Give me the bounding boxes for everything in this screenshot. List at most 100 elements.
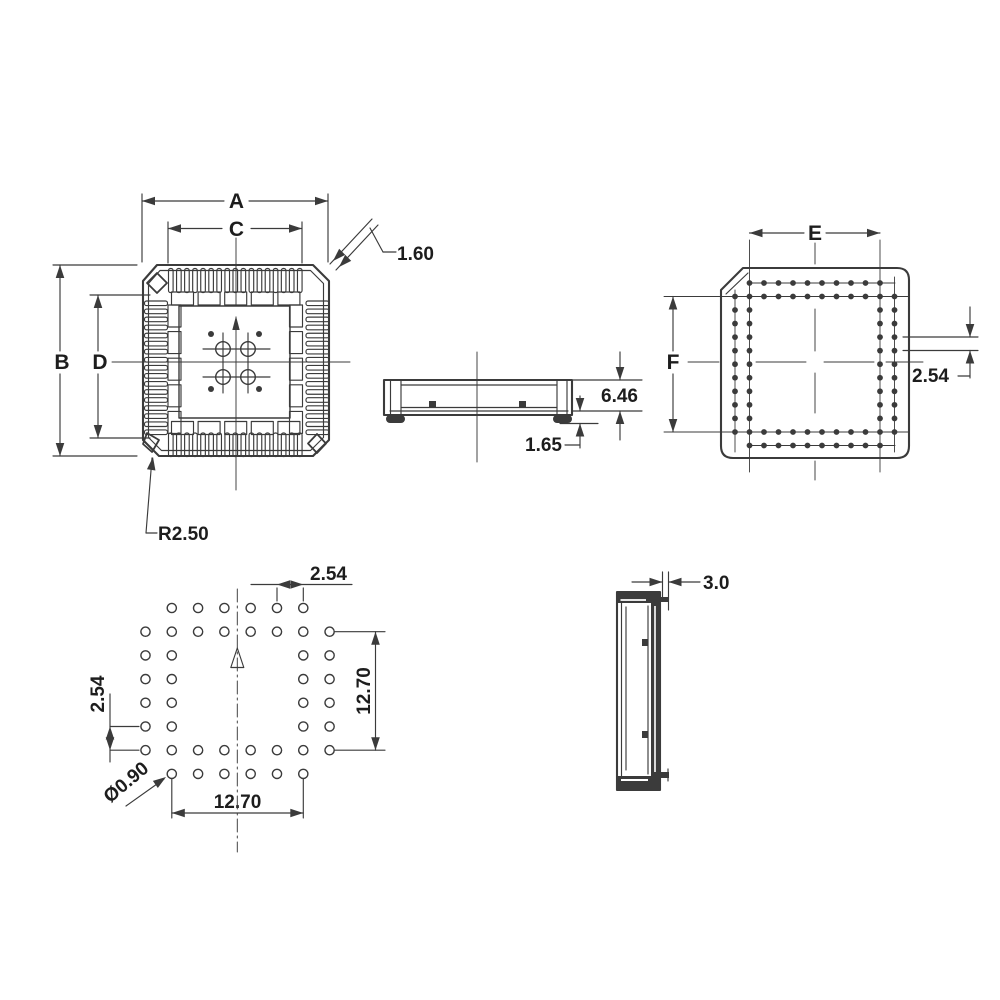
socket-outer-outline (141, 263, 331, 458)
contact-tooth-left (143, 300, 169, 307)
contact-tooth-right (305, 372, 330, 379)
drawing-line (369, 227, 384, 253)
arrowhead (965, 350, 975, 364)
mounting-hole (297, 673, 309, 685)
center-dot (256, 331, 262, 337)
mounting-hole (166, 744, 178, 756)
contact-tooth-bottom (192, 432, 198, 458)
mounting-hole (297, 626, 309, 638)
dim-label-radius: R2.50 (158, 524, 209, 545)
mounting-hole (324, 650, 335, 661)
dim-label-pitch-left: 2.54 (88, 675, 109, 712)
contact-tooth-right (305, 340, 330, 347)
contact-tooth-top (248, 267, 255, 294)
contact-tooth-top (208, 267, 214, 294)
arrowhead (277, 580, 290, 589)
contact-tooth-bottom (272, 432, 279, 458)
dim-label-e: E (808, 222, 822, 245)
contact-tooth-right (305, 397, 330, 403)
mounting-hole (271, 602, 283, 614)
mounting-hole (297, 721, 309, 732)
dim-label-b: B (54, 351, 69, 374)
profile-pin-top (660, 597, 668, 602)
arrowhead (93, 425, 103, 438)
dim-label-height: 6.46 (601, 386, 638, 407)
arrowhead (55, 265, 65, 278)
mounting-hole (140, 626, 151, 638)
mounting-hole (219, 744, 230, 756)
arrowhead (371, 737, 380, 751)
arrowhead (965, 324, 975, 337)
arrowhead (93, 295, 103, 308)
side-foot-left (386, 415, 405, 423)
contact-tooth-left (143, 381, 169, 387)
contact-tooth-top (216, 267, 223, 294)
pin1-corner-diamond (146, 272, 168, 294)
profile-pin-bottom (660, 772, 669, 778)
contact-tooth-top (224, 267, 231, 294)
contact-tooth-top (200, 267, 206, 294)
profile-top-cap (617, 592, 660, 603)
contact-tooth-bottom (184, 432, 190, 458)
dim-label-pitch-top: 2.54 (310, 564, 347, 585)
profile-latch-bump (642, 639, 648, 646)
contact-tab-top (277, 291, 301, 306)
mounting-hole (140, 721, 151, 732)
arrowhead (668, 419, 678, 432)
contact-tab-right (288, 331, 304, 355)
arrowhead (749, 228, 763, 238)
arrowhead (668, 577, 682, 587)
dim-label-c: C (229, 218, 244, 241)
corner-notch-bl (142, 432, 160, 453)
mounting-hole (219, 768, 230, 780)
mounting-hole (297, 768, 309, 780)
mounting-hole (245, 602, 256, 614)
arrowhead (152, 777, 166, 788)
contact-tooth-bottom (288, 432, 295, 458)
contact-tooth-top (232, 267, 239, 294)
contact-tab-left (167, 384, 182, 408)
arrowhead (290, 808, 304, 818)
contact-tooth-right (305, 308, 330, 315)
arrowhead (333, 248, 346, 261)
arrowhead (339, 254, 352, 267)
center-dot (256, 386, 262, 392)
pcb-hole-pattern: 2.54 2.54 12.70 12.70 Ø0.90 (88, 564, 386, 853)
dim-label-hole-diameter: Ø0.90 (100, 758, 153, 807)
arrowhead (315, 196, 328, 206)
arrowhead (142, 196, 155, 206)
contact-tooth-bottom (216, 432, 223, 458)
pin-grid (732, 280, 898, 449)
contact-tooth-top (264, 267, 271, 294)
contact-tooth-right (305, 429, 330, 436)
arrowhead (371, 631, 380, 645)
contact-tooth-right (305, 332, 330, 339)
dim-label-d: D (92, 351, 107, 374)
dim-label-standoff: 1.65 (525, 435, 562, 456)
drawing-line (145, 457, 153, 534)
side-view: 6.46 1.65 (382, 351, 643, 463)
contact-tooth-right (305, 413, 330, 420)
dim-label-thickness: 3.0 (703, 573, 729, 594)
contact-tab-top (197, 291, 221, 306)
profile-latch-bump (642, 731, 648, 738)
contact-tooth-bottom (280, 432, 287, 458)
mounting-hole (271, 626, 283, 638)
mounting-hole (324, 697, 335, 709)
side-contact (429, 401, 436, 407)
contact-tooth-bottom (264, 432, 271, 458)
socket-rim-outline (147, 269, 325, 452)
mounting-hole (297, 650, 309, 661)
mounting-hole (192, 768, 204, 780)
mounting-hole (297, 697, 309, 709)
contact-tooth-right (305, 421, 330, 428)
mounting-hole (166, 650, 178, 661)
mounting-hole (219, 626, 230, 638)
mounting-hole (324, 626, 335, 638)
dim-label-a: A (229, 190, 244, 213)
mounting-hole (297, 602, 309, 614)
contact-tooth-bottom (208, 432, 214, 458)
dim-label-chamfer: 1.60 (397, 244, 434, 265)
arrowhead (615, 367, 625, 380)
